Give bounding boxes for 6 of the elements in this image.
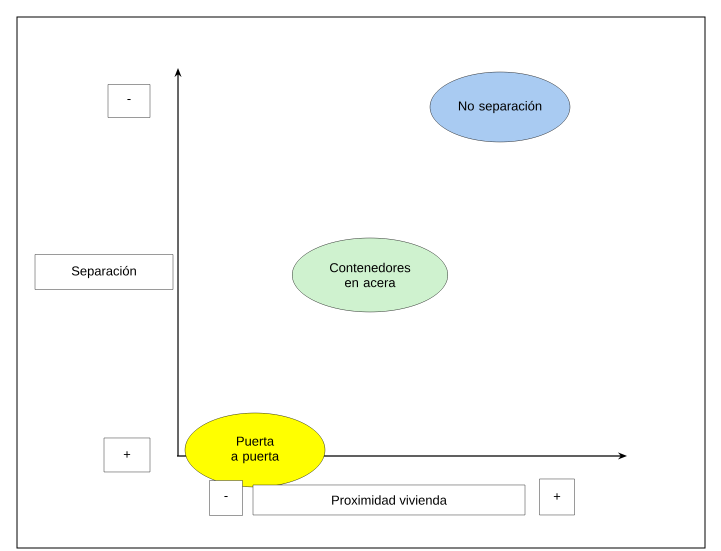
sign-box: - [209, 480, 243, 516]
axis-label-box: Proximidad vivienda [252, 484, 526, 516]
sign-box: + [539, 478, 575, 516]
sign-box: - [108, 84, 150, 118]
axis-label-box: Separación [34, 254, 174, 290]
sign-box: + [104, 438, 150, 472]
